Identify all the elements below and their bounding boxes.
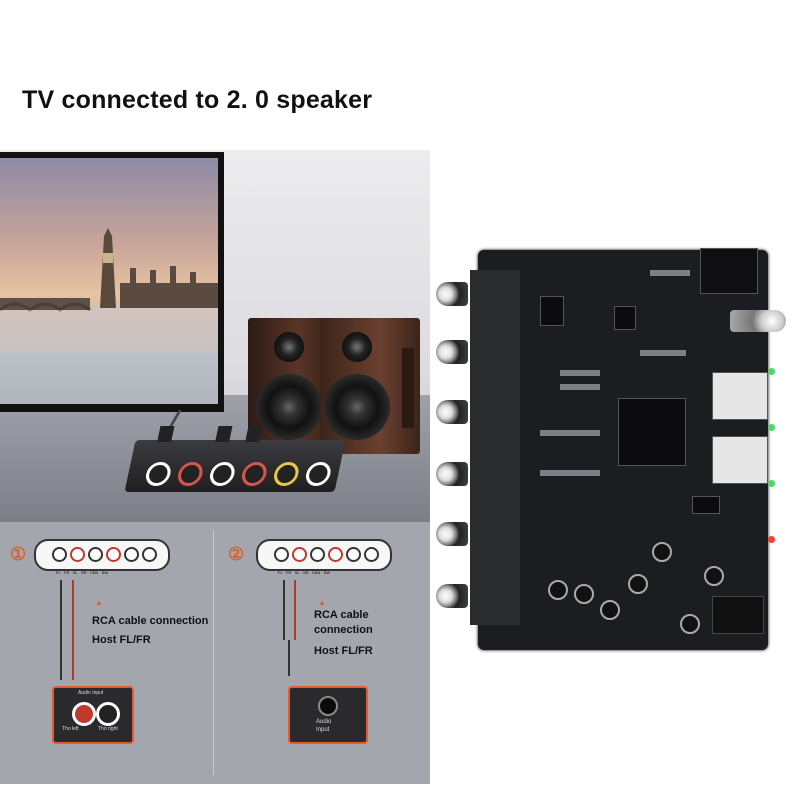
jack-icon [274,547,289,562]
jack-icon [310,547,325,562]
ic-chip-icon [614,306,636,330]
smd-component [540,430,600,436]
step-1-audio-input-box: Audio Input Tho left Tho right [52,686,134,744]
dsp-chip-icon [618,398,686,466]
coaxial-jack-icon [730,310,786,332]
jack-icon [124,547,139,562]
speaker-side-panel [402,348,414,428]
capacitor-icon [680,614,700,634]
optical-port-icon [712,436,768,484]
rca-jack-icon [436,400,468,424]
jack-icon [346,547,361,562]
ic-chip-icon [540,296,564,326]
optical-port-icon [245,426,263,442]
smd-component [640,350,686,356]
rca-jack-icon [96,702,120,726]
led-green-icon [768,424,775,431]
jack-icon [70,547,85,562]
step-2-number: ② [228,544,245,564]
left-label: Tho left [62,726,79,732]
left-speaker [248,318,330,450]
jack-icon [364,547,379,562]
right-label: Tho right [98,726,118,732]
capacitor-icon [628,574,648,594]
arrow-icon: ▲ [318,598,326,607]
step-1-number: ① [10,544,27,564]
right-speaker [320,318,420,454]
jack-icon [292,547,307,562]
led-red-icon [768,536,775,543]
tweeter-icon [342,332,372,362]
power-jack-icon [712,596,764,634]
capacitor-icon [704,566,724,586]
rca-jack-icon [271,462,301,486]
led-green-icon [768,480,775,487]
audio-input-label: Audio Input [78,690,104,696]
rca-connector-block [470,270,520,625]
rca-cable [283,580,285,640]
rca-cable [60,580,62,680]
jack-icon [328,547,343,562]
smd-component [560,384,600,390]
capacitor-icon [574,584,594,604]
tweeter-icon [274,332,304,362]
step-1-jack-strip [34,539,170,571]
decoder-unit [124,426,346,492]
rca-jack-icon [436,522,468,546]
step-1-strip-labels: FL FR SL SR CEN SW [56,570,109,575]
rca-jack-icon [436,584,468,608]
jack-icon [142,547,157,562]
page-title: TV connected to 2. 0 speaker [22,86,373,114]
jack-icon [88,547,103,562]
tv-screen [0,158,218,404]
aux-cable [288,640,290,676]
rca-jack-icon [207,462,237,486]
arrow-icon: ▲ [95,598,103,607]
rca-jack-icon [436,282,468,306]
capacitor-icon [548,580,568,600]
rca-jack-icon [72,702,96,726]
rca-jack-icon [303,462,333,486]
rca-jack-icon [143,462,173,486]
optical-port-icon [700,248,758,294]
step-2-audio-input-box: Audio Input [288,686,368,744]
audio-input-label: Audio Input [316,719,332,733]
rca-jack-icon [436,462,468,486]
capacitor-icon [600,600,620,620]
aux-jack-icon [318,696,338,716]
jack-icon [52,547,67,562]
panel-divider [213,530,214,775]
optical-port-icon [157,426,175,442]
step-2-strip-labels: FL FR SL SR CEN SW [278,570,331,575]
step-1-caption: RCA cable connection Host FL/FR [92,615,209,646]
city-skyline-image [0,228,218,404]
optical-port-icon [712,372,768,420]
rca-cable [72,580,74,680]
ic-chip-icon [692,496,720,514]
woofer-icon [324,374,390,440]
rca-cable [294,580,296,640]
led-green-icon [768,368,775,375]
rca-jack-icon [436,340,468,364]
step-2-caption: RCA cable connection Host FL/FR [314,609,373,657]
rca-jack-icon [239,462,269,486]
woofer-icon [256,374,322,440]
capacitor-icon [652,542,672,562]
smd-component [560,370,600,376]
smd-component [540,470,600,476]
rca-jack-icon [175,462,205,486]
jack-icon [106,547,121,562]
optical-port-icon [215,426,233,442]
smd-component [650,270,690,276]
step-2-jack-strip [256,539,392,571]
